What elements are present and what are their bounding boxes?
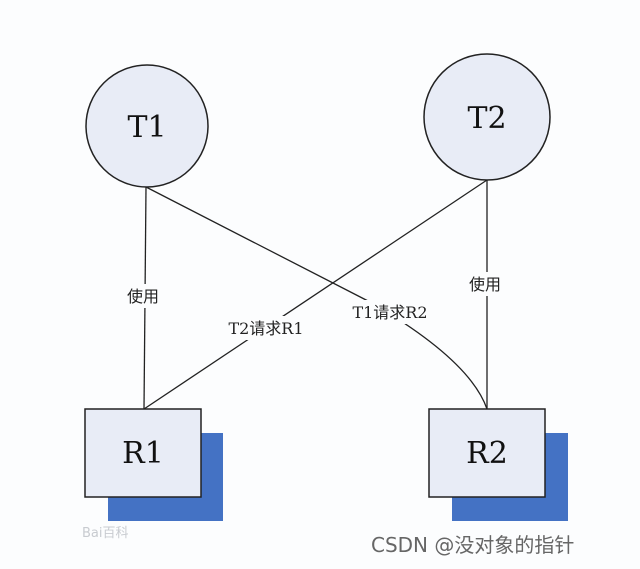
resource-node-r1: R1: [84, 408, 202, 498]
csdn-watermark: CSDN @没对象的指针: [371, 533, 574, 557]
edge-label-t1-r2: T1请求R2: [352, 303, 427, 322]
edge-t2-r1: [143, 179, 488, 410]
process-node-t2: T2: [423, 53, 551, 181]
edge-label-t2-r2: 使用: [469, 275, 501, 294]
edge-label-t2-r1: T2请求R1: [228, 319, 303, 338]
resource-node-r2: R2: [428, 408, 546, 498]
resource-label-r1: R1: [122, 436, 164, 471]
edge-label-t1-r1: 使用: [127, 287, 159, 306]
baidu-watermark: Bai百科: [82, 526, 129, 541]
process-label-t2: T2: [467, 101, 506, 136]
edge-t1-r2: [145, 186, 488, 410]
process-node-t1: T1: [85, 64, 209, 188]
resource-label-r2: R2: [466, 436, 508, 471]
process-label-t1: T1: [127, 110, 166, 145]
